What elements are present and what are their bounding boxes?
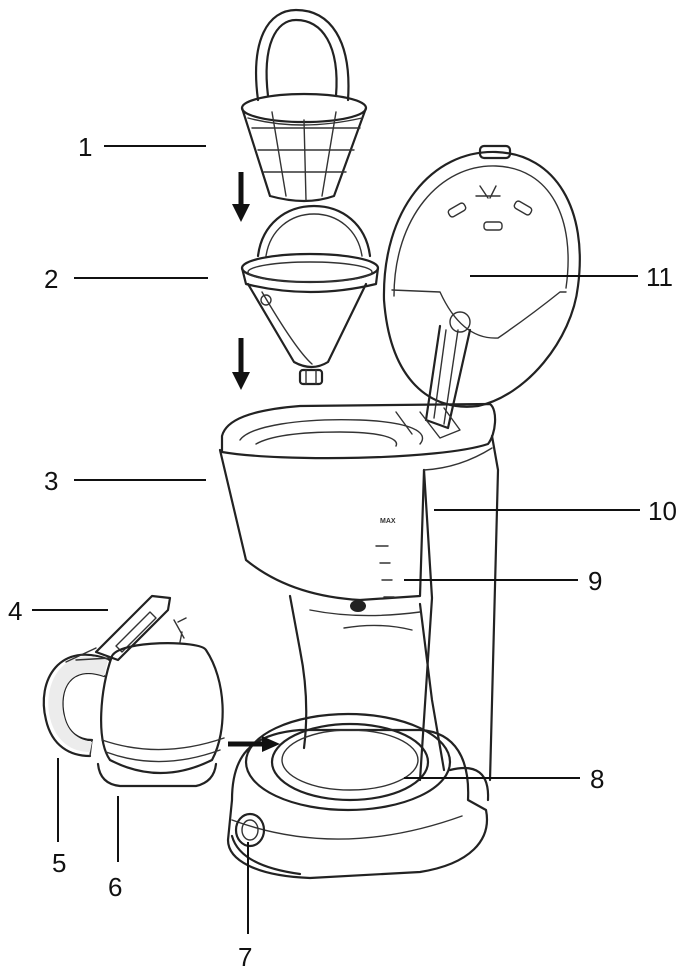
label-3: 3	[44, 466, 58, 496]
label-7: 7	[238, 942, 252, 970]
leader-lines	[32, 145, 640, 934]
label-9: 9	[588, 566, 602, 596]
max-mark: MAX	[380, 518, 396, 525]
label-8: 8	[590, 764, 604, 794]
label-5: 5	[52, 848, 66, 878]
carafe	[42, 594, 225, 788]
filter-basket	[240, 8, 368, 203]
down-arrow-2	[232, 338, 250, 390]
label-2: 2	[44, 264, 58, 294]
warming-plate-base	[226, 712, 490, 880]
label-1: 1	[78, 132, 92, 162]
label-11: 11	[646, 262, 673, 292]
callout-labels: 1 2 3 4 5 6 7 8 9 10 11	[8, 132, 677, 970]
label-6: 6	[108, 872, 122, 902]
coffee-maker-body: MAX	[218, 402, 500, 782]
label-10: 10	[648, 496, 677, 526]
lid	[382, 144, 581, 430]
down-arrow-1	[232, 172, 250, 222]
filter-holder	[240, 204, 380, 386]
label-4: 4	[8, 596, 22, 626]
